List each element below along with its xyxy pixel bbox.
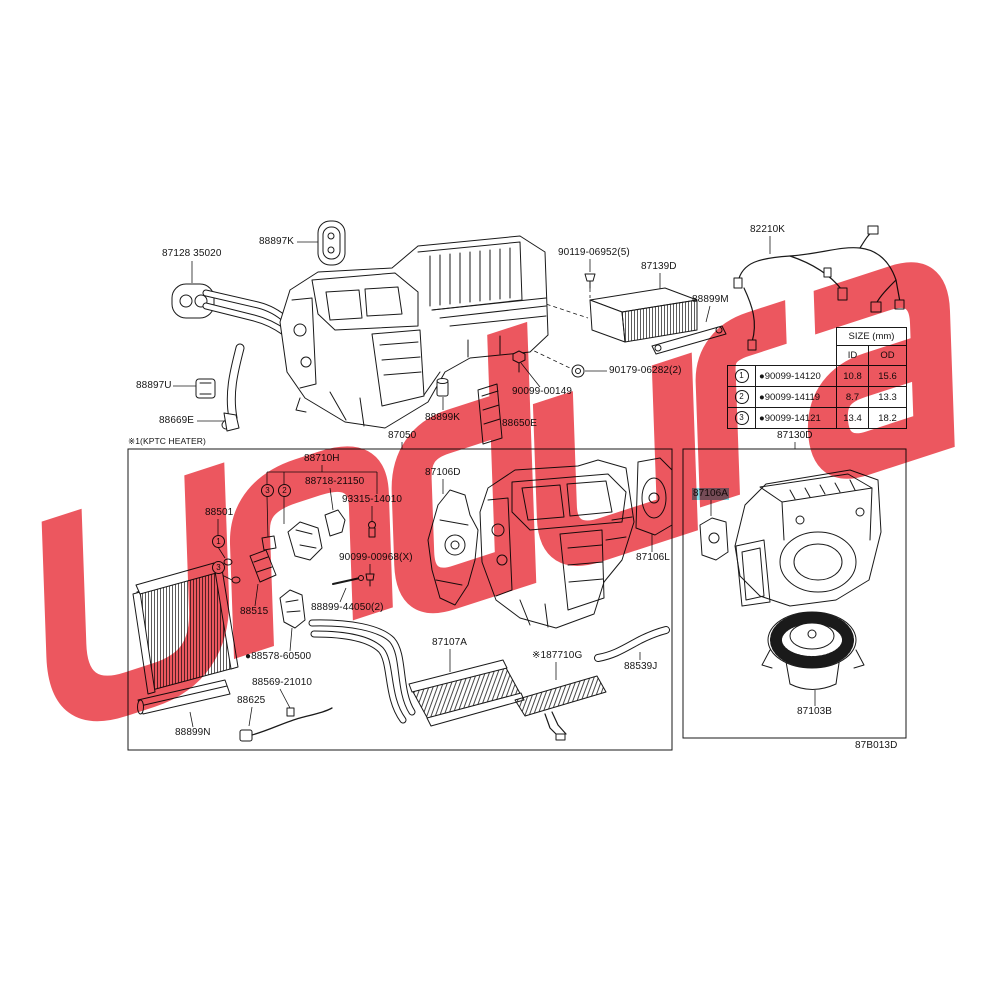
pin-88899-44050 [332, 575, 364, 585]
gasket-88897K [317, 220, 346, 266]
expansion-valve-88515 [249, 549, 277, 583]
table-row: 3 ●90099-14121 13.4 18.2 [727, 407, 908, 429]
row-id: 8.7 [836, 386, 869, 408]
cabin-filter-87139D [589, 287, 698, 343]
row-part-number: ●90099-14120 [755, 365, 837, 387]
callout-88899-44050: 88899-44050(2) [311, 602, 384, 613]
hose-size-table: SIZE (mm) ID OD 1 ●90099-14120 10.8 15.6… [727, 327, 908, 429]
servo-87106A [699, 517, 729, 561]
callout-88515: 88515 [240, 606, 269, 617]
row-id: 10.8 [836, 365, 869, 387]
callout-88501: 88501 [205, 507, 234, 518]
callout-88899M: 88899M [692, 294, 729, 305]
heater-pipes [202, 289, 290, 336]
callout-87710G: ※187710G [532, 650, 583, 661]
callout-87050: 87050 [388, 430, 417, 441]
callout-88897U: 88897U [136, 380, 172, 391]
callout-87106L: 87106L [636, 552, 670, 563]
callout-87107A: 87107A [432, 637, 468, 648]
callout-88899N: 88899N [175, 727, 211, 738]
callout-88569-21010: 88569-21010 [252, 677, 313, 688]
clip-90179-06282 [571, 364, 585, 378]
callout-87106D: 87106D [425, 467, 461, 478]
callout-88897K: 88897K [259, 236, 295, 247]
o-rings [223, 558, 241, 584]
callout-88650E: 88650E [502, 418, 538, 429]
circled-ref-3b: 3 [212, 561, 225, 574]
illustration-code: 87B013D [855, 740, 898, 751]
hvac-unit-87050-upper [279, 235, 549, 429]
callout-88578-60500: ●88578-60500 [245, 651, 312, 662]
hose-elbow-88669E [223, 412, 240, 432]
hvac-case-87050-lower [479, 459, 635, 629]
callout-88718-21150: 88718-21150 [305, 476, 365, 487]
callout-90119-06952: 90119-06952(5) [558, 247, 630, 258]
grommet-88899K [436, 378, 449, 397]
row-od: 18.2 [867, 407, 908, 429]
row-part-number: ●90099-14119 [755, 386, 837, 408]
size-header: SIZE (mm) [835, 327, 908, 346]
od-column-header: OD [867, 345, 908, 366]
callout-87128-35020: 87128 35020 [162, 248, 222, 259]
circled-ref-3a: 3 [261, 484, 274, 497]
row-id: 13.4 [836, 407, 869, 429]
heater-core-87107A [408, 659, 525, 727]
callout-93315-14010: 93315-14010 [342, 494, 403, 505]
callout-87139D: 87139D [641, 261, 677, 272]
row-part-number: ●90099-14121 [755, 407, 837, 429]
amplifier-88650E [477, 383, 503, 445]
table-row: 2 ●90099-14119 8.7 13.3 [727, 386, 908, 408]
servo-87106D [427, 489, 479, 606]
valve-88710H-parts [261, 509, 346, 561]
callout-87103B: 87103B [797, 706, 833, 717]
heater-core-pipes [308, 619, 416, 724]
circled-ref-2: 2 [278, 484, 291, 497]
sensor-88625 [239, 707, 333, 742]
callout-90099-00968: 90099-00968(X) [339, 552, 413, 563]
row-od: 13.3 [867, 386, 908, 408]
callout-88625: 88625 [237, 695, 266, 706]
callout-88669E: 88669E [159, 415, 195, 426]
callout-88899K: 88899K [425, 412, 461, 423]
callout-88539J: 88539J [624, 661, 658, 672]
row-number: 1 [734, 369, 749, 383]
callout-87130D: 87130D [777, 430, 813, 441]
gasket-87128-35020 [171, 283, 215, 319]
screw-90099-00149 [512, 350, 526, 373]
table-blank-cell [727, 327, 837, 366]
servo-87106L [635, 457, 673, 536]
callout-82210K: 82210K [750, 224, 786, 235]
sensor-bracket-88578-60500 [279, 589, 306, 629]
note-ptc-heater: ※1(KPTC HEATER) [128, 436, 206, 446]
screw-93315-14010 [368, 521, 376, 538]
row-number: 2 [734, 390, 749, 404]
assembly-87130D-frame [682, 448, 907, 739]
blower-motor-87103B [761, 611, 865, 690]
callout-90099-00149: 90099-00149 [512, 386, 573, 397]
callout-87106A-highlighted: 87106A [692, 488, 730, 500]
drain-hose-88897U [195, 343, 245, 430]
table-row: 1 ●90099-14120 10.8 15.6 [727, 365, 908, 387]
callout-90179-06282: 90179-06282(2) [609, 365, 682, 376]
row-od: 15.6 [867, 365, 908, 387]
water-hose-88539J [594, 626, 670, 662]
evaporator-88501 [132, 562, 239, 695]
id-column-header: ID [836, 345, 869, 366]
row-number: 3 [734, 411, 749, 425]
screw-90099-00968 [365, 573, 375, 587]
circled-ref-1: 1 [212, 535, 225, 548]
screw-90119-06952 [584, 273, 596, 289]
blower-unit-87130D [734, 469, 882, 607]
ptc-heater-87710G [514, 675, 607, 741]
callout-88710H: 88710H [304, 453, 340, 464]
